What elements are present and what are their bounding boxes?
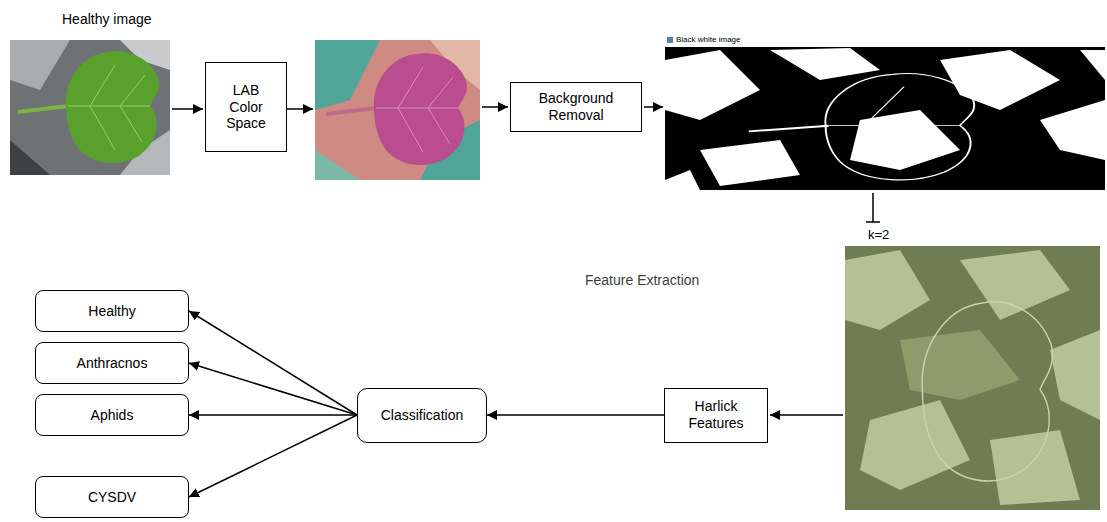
photo-patch <box>665 170 700 190</box>
photo-patch <box>850 110 960 170</box>
lab-image <box>315 40 480 180</box>
class-box: Aphids <box>35 394 189 436</box>
photo-ground <box>845 246 1100 510</box>
leader-line <box>866 193 880 222</box>
leaf-shape <box>66 51 159 163</box>
process-box: Harlick Features <box>664 388 768 443</box>
node-label: Anthracnos <box>77 355 148 372</box>
leaf-outline <box>825 74 974 180</box>
photo-patch <box>700 140 800 186</box>
bw-leaf <box>749 74 974 180</box>
node-label: Harlick Features <box>675 398 757 432</box>
flow-arrow <box>189 415 357 497</box>
photo-patch <box>1050 330 1100 420</box>
flow-arrow <box>189 363 357 415</box>
class-box: CYSDV <box>35 476 189 518</box>
photo-patch <box>665 50 760 120</box>
leaf-veins <box>829 87 960 168</box>
leaf-stem <box>18 106 68 112</box>
flow-arrow <box>189 311 357 415</box>
photo-patch <box>1080 50 1105 80</box>
process-box: LAB Color Space <box>205 62 287 152</box>
lab-leaf <box>326 53 467 165</box>
window-icon <box>667 37 673 43</box>
photo-ground <box>665 47 1105 190</box>
photo-patch <box>10 40 70 90</box>
class-box: Healthy <box>35 290 189 332</box>
photo-patch <box>315 40 380 110</box>
node-label: Aphids <box>91 407 134 424</box>
leaf-stem <box>326 108 376 114</box>
leaf-outline <box>922 302 1052 481</box>
black-white-image <box>665 37 1105 190</box>
photo-patch <box>770 48 880 80</box>
flow-arrow <box>287 108 313 110</box>
node-label: LAB Color Space <box>216 82 276 132</box>
flow-arrow <box>172 108 203 110</box>
cluster-image <box>845 246 1100 510</box>
photo-ground <box>315 40 480 180</box>
photo-patch <box>845 250 930 330</box>
photo-ground <box>10 40 170 175</box>
leaf-photo <box>10 40 170 175</box>
node-label: Healthy <box>88 303 135 320</box>
node-label: Background Removal <box>521 90 631 124</box>
leaf-veins <box>376 67 458 152</box>
window-title: Black white image <box>676 35 740 45</box>
class-box: Anthracnos <box>35 342 189 384</box>
image-caption: Healthy image <box>62 11 152 28</box>
leaf-shape <box>374 53 467 165</box>
leaf-stem <box>749 126 829 132</box>
classifier-box: Classification <box>357 388 487 443</box>
flow-arrow <box>189 414 357 416</box>
process-box: Background Removal <box>510 82 642 132</box>
flow-arrow <box>487 414 664 416</box>
leaf-veins <box>68 65 150 150</box>
photo-patch <box>990 430 1080 505</box>
photo-patch <box>315 150 360 180</box>
flow-arrow <box>644 106 663 108</box>
photo-patch <box>960 250 1070 320</box>
photo-patch <box>940 50 1060 110</box>
cluster-leaf <box>922 302 1052 481</box>
flow-arrow <box>770 414 843 416</box>
photo-patch <box>1040 100 1105 160</box>
cluster-label: k=2 <box>868 227 889 243</box>
stage-label: Feature Extraction <box>585 272 699 289</box>
photo-patch <box>900 330 1020 400</box>
flow-arrow <box>482 106 508 108</box>
node-label: Classification <box>381 407 463 424</box>
photo-patch <box>10 140 50 175</box>
flow-arrows <box>172 107 843 415</box>
photo-patch <box>860 400 970 490</box>
node-label: CYSDV <box>88 489 136 506</box>
